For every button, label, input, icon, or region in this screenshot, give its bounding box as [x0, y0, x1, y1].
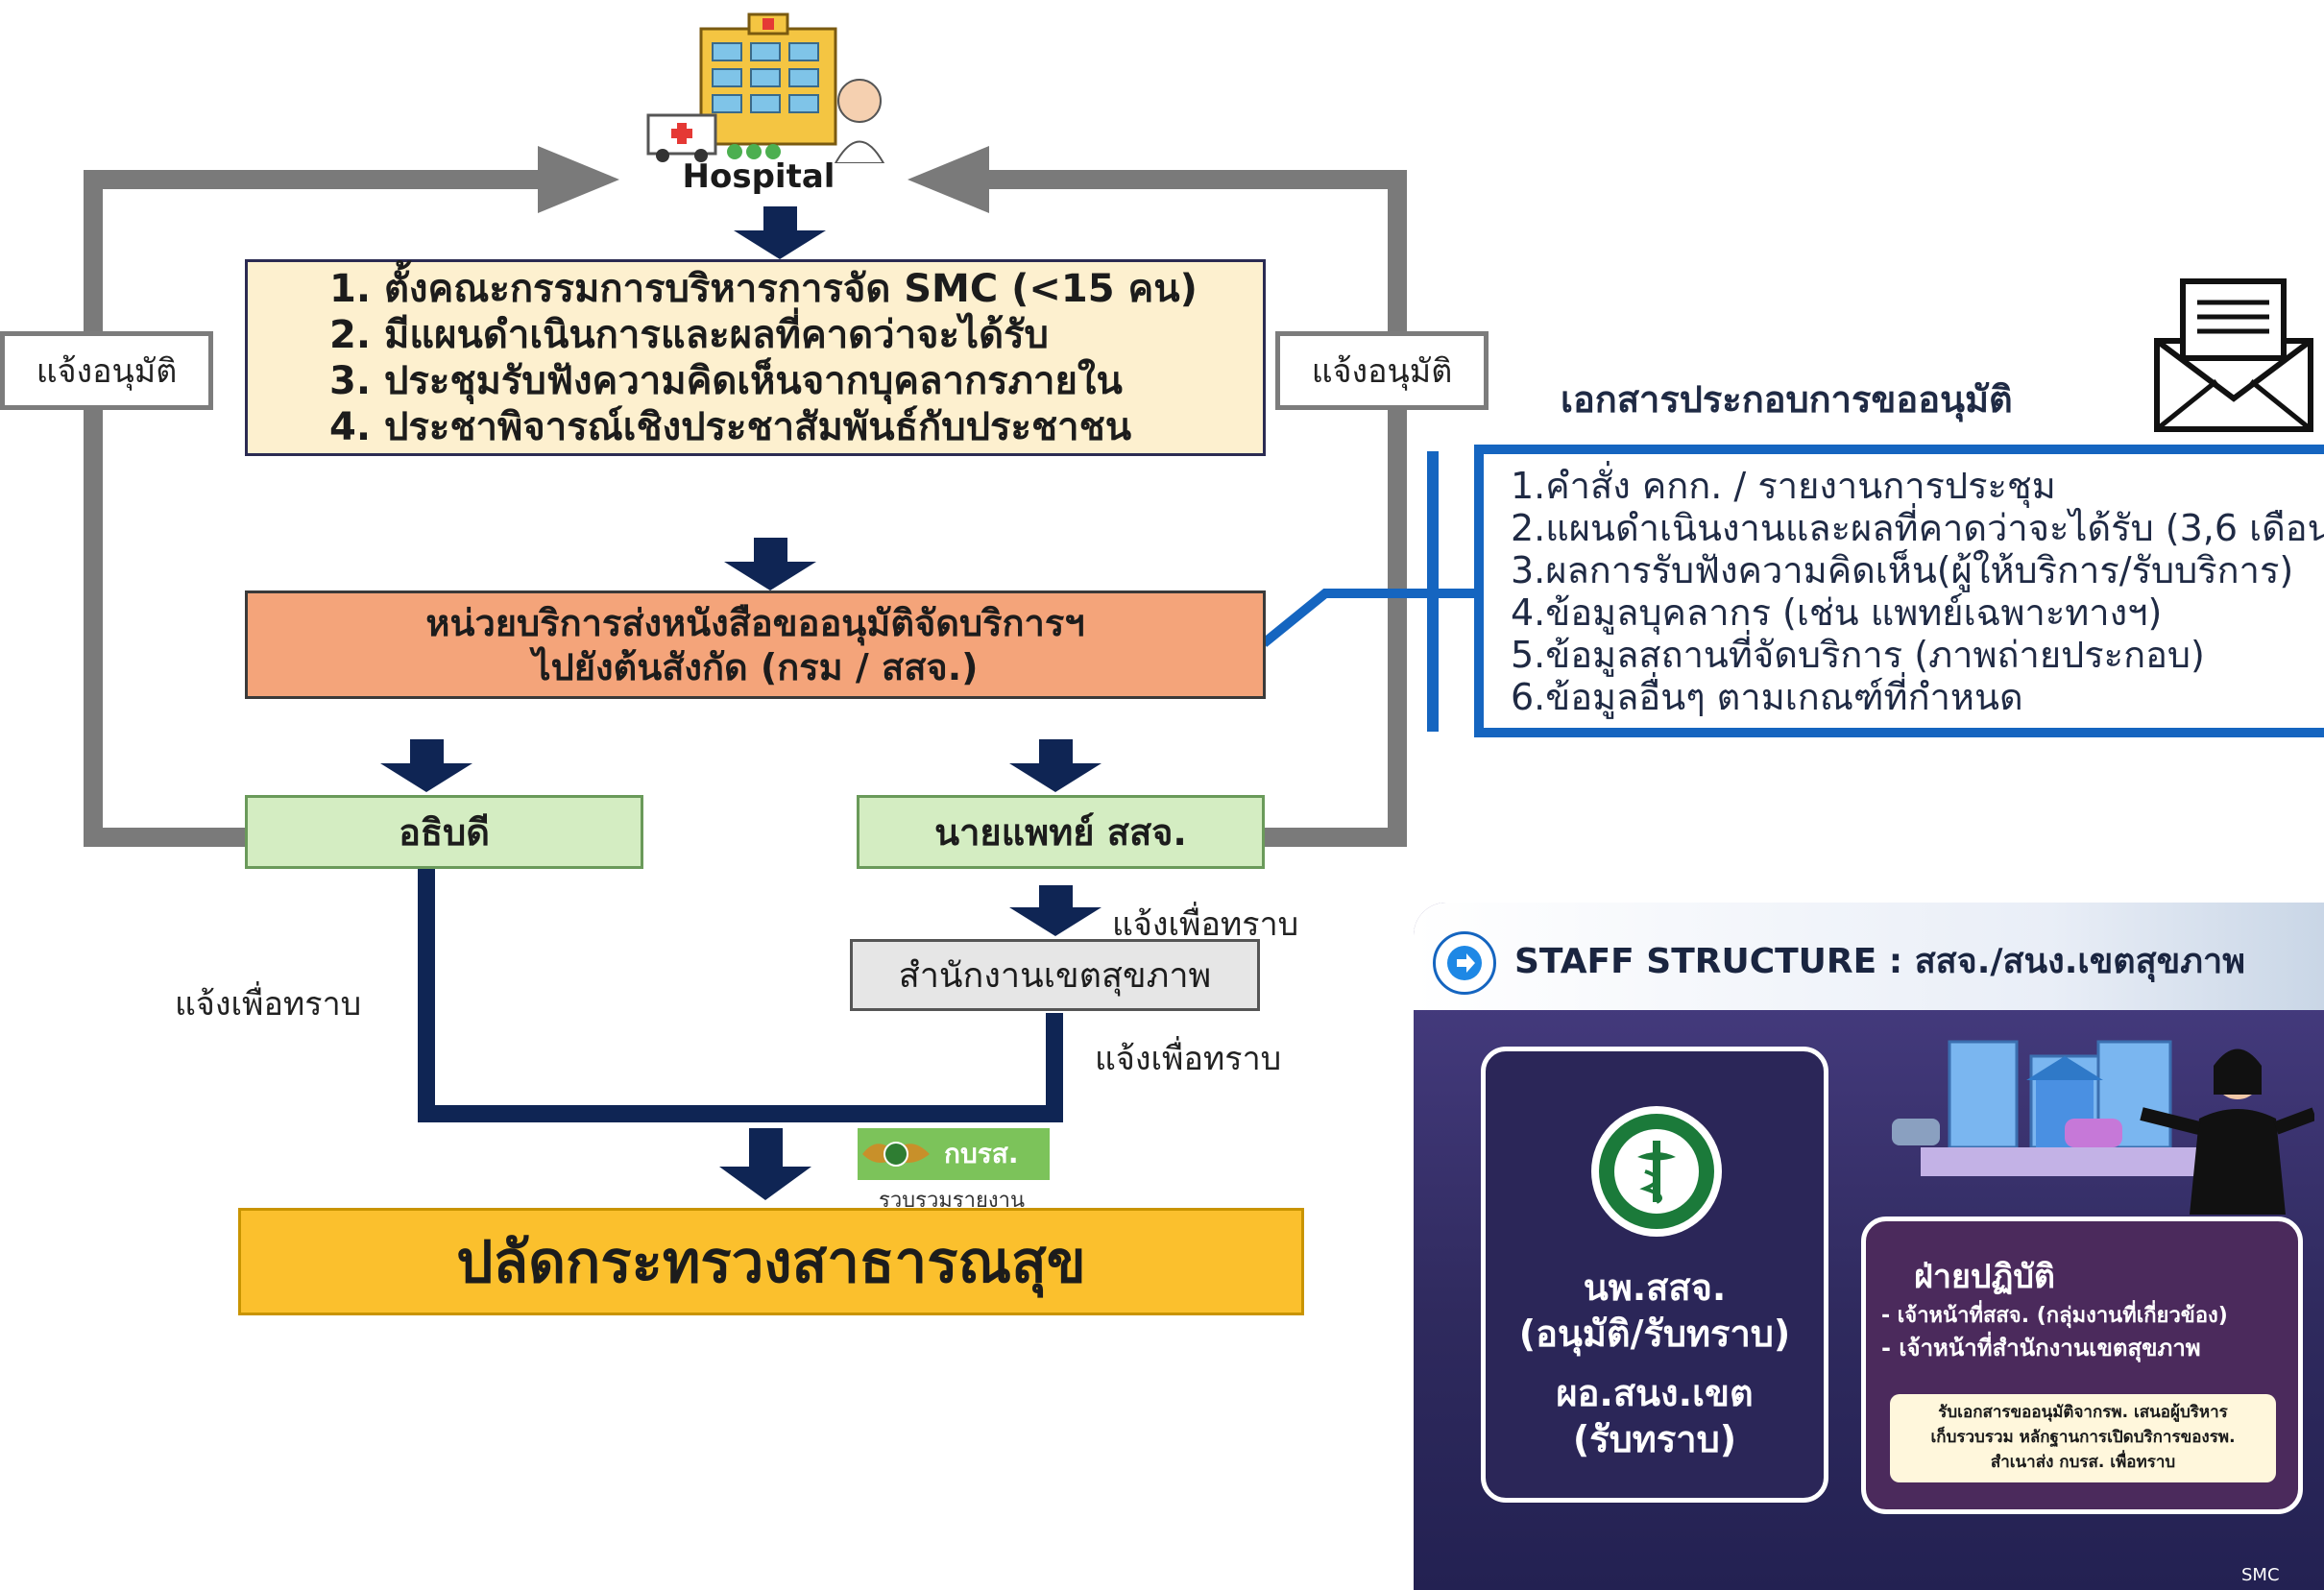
- staff-header-bar: STAFF STRUCTURE : สสจ./สนง.เขตสุขภาพ: [1414, 903, 2324, 1010]
- doc-item-4: 4.ข้อมูลบุคลากร (เช่น แพทย์เฉพาะทางฯ): [1511, 590, 2163, 634]
- documents-list: 1.คำสั่ง คกก. / รายงานการประชุม 2.แผนดำเ…: [1474, 445, 2324, 737]
- step-4: 4. ประชาพิจารณ์เชิงประชาสัมพันธ์กับประชา…: [329, 404, 1132, 449]
- operations-illustration: [1892, 1023, 2317, 1215]
- submit-line-1: หน่วยบริการส่งหนังสือขออนุมัติจัดบริการฯ: [425, 601, 1085, 644]
- arrow-right-icon: [1433, 931, 1496, 995]
- left-loop-arrowhead: [538, 146, 619, 213]
- doc-item-1: 1.คำสั่ง คกก. / รายงานการประชุม: [1511, 464, 2056, 507]
- hospital-illustration: [643, 10, 893, 164]
- permanent-secretary-box: ปลัดกระทรวงสาธารณสุข: [238, 1208, 1304, 1315]
- step-2: 2. มีแผนดำเนินการและผลที่คาดว่าจะได้รับ: [329, 312, 1049, 357]
- step-3: 3. ประชุมรับฟังความคิดเห็นจากบุคลากรภายใ…: [329, 358, 1123, 403]
- ops-note-line-2: เก็บรวบรวม หลักฐานการเปิดบริการของรพ.: [1930, 1428, 2236, 1447]
- ops-note-line-3: สำเนาส่ง กบรส. เพื่อทราบ: [1990, 1453, 2176, 1472]
- kbrs-logo: กบรส.: [858, 1128, 1050, 1180]
- submit-line-2: ไปยังต้นสังกัด (กรม / สสจ.): [532, 645, 979, 688]
- director-box: อธิบดี: [245, 795, 643, 869]
- region-office-box: สำนักงานเขตสุขภาพ: [850, 939, 1260, 1011]
- arrow-to-doctor: [1009, 739, 1101, 792]
- staff-footer: SMC กบรส: [2241, 1565, 2280, 1585]
- envelope-icon: [2149, 274, 2317, 437]
- ops-item-1: - เจ้าหน้าที่สสจ. (กลุ่มงานที่เกี่ยวข้อง…: [1881, 1304, 2228, 1328]
- approve-label-right: แจ้งอนุมัติ: [1275, 331, 1489, 410]
- notify-merge-line: [418, 869, 1063, 1122]
- right-approval-loop: [980, 170, 1407, 847]
- documents-bracket: [1427, 451, 1439, 732]
- exec-line-4: (รับทราบ): [1572, 1418, 1737, 1460]
- arrow-to-permanent-secretary: [719, 1128, 811, 1200]
- kbrs-emblem-icon: [862, 1142, 930, 1167]
- executive-text: นพ.สสจ. (อนุมัติ/รับทราบ) ผอ.สนง.เขต (รั…: [1486, 1265, 1824, 1462]
- arrow-to-region-office: [1009, 885, 1101, 936]
- staff-header-title: STAFF STRUCTURE : สสจ./สนง.เขตสุขภาพ: [1514, 942, 2245, 981]
- right-loop-arrowhead: [908, 146, 989, 213]
- step-1: 1. ตั้งคณะกรรมการบริหารการจัด SMC (<15 ค…: [329, 266, 1198, 311]
- ops-note-line-1: รับเอกสารขออนุมัติจากรพ. เสนอผู้บริหาร: [1938, 1403, 2228, 1422]
- kbrs-logo-text: กบรส.: [944, 1138, 1019, 1169]
- doc-item-6: 6.ข้อมูลอื่นๆ ตามเกณฑ์ที่กำหนด: [1511, 675, 2023, 718]
- arrow-steps-to-submit: [724, 538, 816, 590]
- submit-request-box: หน่วยบริการส่งหนังสือขออนุมัติจัดบริการฯ…: [245, 590, 1266, 699]
- operations-card: ฝ่ายปฏิบัติ - เจ้าหน้าที่สสจ. (กลุ่มงานท…: [1861, 1217, 2303, 1514]
- ops-note: รับเอกสารขออนุมัติจากรพ. เสนอผู้บริหาร เ…: [1890, 1394, 2276, 1482]
- ops-item-2: - เจ้าหน้าที่สำนักงานเขตสุขภาพ: [1881, 1335, 2201, 1361]
- left-approval-loop: [84, 170, 547, 847]
- exec-line-1: นพ.สสจ.: [1583, 1266, 1727, 1309]
- documents-callout-line: [1260, 589, 1474, 647]
- provincial-doctor-box: นายแพทย์ สสจ.: [857, 795, 1265, 869]
- exec-line-2: (อนุมัติ/รับทราบ): [1518, 1313, 1791, 1355]
- approve-label-left: แจ้งอนุมัติ: [0, 331, 213, 410]
- notify-right-top-label: แจ้งเพื่อทราบ: [1112, 905, 1299, 944]
- arrow-to-director: [380, 739, 472, 792]
- staff-structure-panel: STAFF STRUCTURE : สสจ./สนง.เขตสุขภาพ นพ.…: [1414, 903, 2324, 1590]
- preparation-steps-box: 1. ตั้งคณะกรรมการบริหารการจัด SMC (<15 ค…: [245, 259, 1266, 456]
- arrow-hospital-to-steps: [734, 206, 826, 259]
- hospital-label: Hospital: [682, 157, 835, 196]
- notify-left-label: แจ้งเพื่อทราบ: [175, 985, 362, 1024]
- doc-item-5: 5.ข้อมูลสถานที่จัดบริการ (ภาพถ่ายประกอบ): [1511, 633, 2205, 676]
- documents-title: เอกสารประกอบการขออนุมัติ: [1561, 378, 2013, 421]
- notify-right-bottom-label: แจ้งเพื่อทราบ: [1095, 1040, 1282, 1078]
- exec-line-3: ผอ.สนง.เขต: [1556, 1372, 1754, 1414]
- ministry-seal-icon: [1589, 1104, 1724, 1239]
- executive-card: นพ.สสจ. (อนุมัติ/รับทราบ) ผอ.สนง.เขต (รั…: [1481, 1047, 1828, 1503]
- doc-item-3: 3.ผลการรับฟังความคิดเห็น(ผู้ให้บริการ/รั…: [1511, 548, 2294, 591]
- ops-title: ฝ่ายปฏิบัติ: [1914, 1258, 2056, 1296]
- doc-item-2: 2.แผนดำเนินงานและผลที่คาดว่าจะได้รับ (3,…: [1511, 506, 2324, 549]
